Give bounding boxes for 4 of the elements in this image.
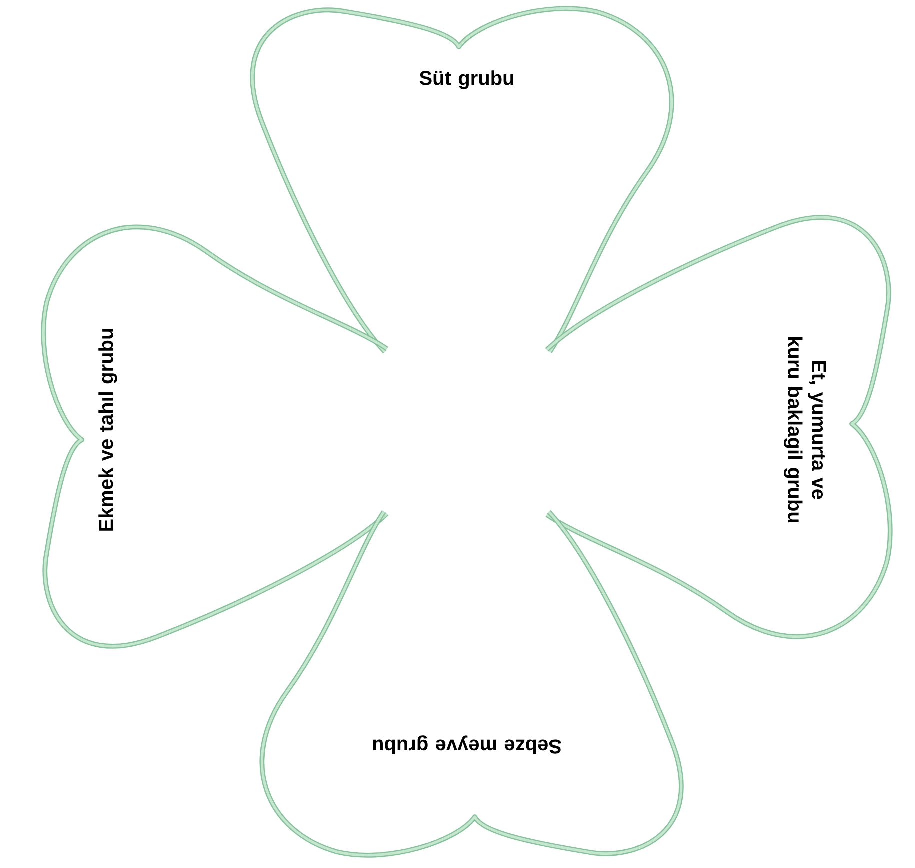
clover-leaf: Sebze meyve grubu bbox=[260, 510, 684, 858]
clover-leaf: Ekmek ve tahıl grubu bbox=[41, 224, 389, 649]
clover-leaf: Süt grubu bbox=[250, 6, 674, 354]
clover-leaf: Et, yumurta ve kuru baklagil grubu bbox=[545, 215, 893, 640]
